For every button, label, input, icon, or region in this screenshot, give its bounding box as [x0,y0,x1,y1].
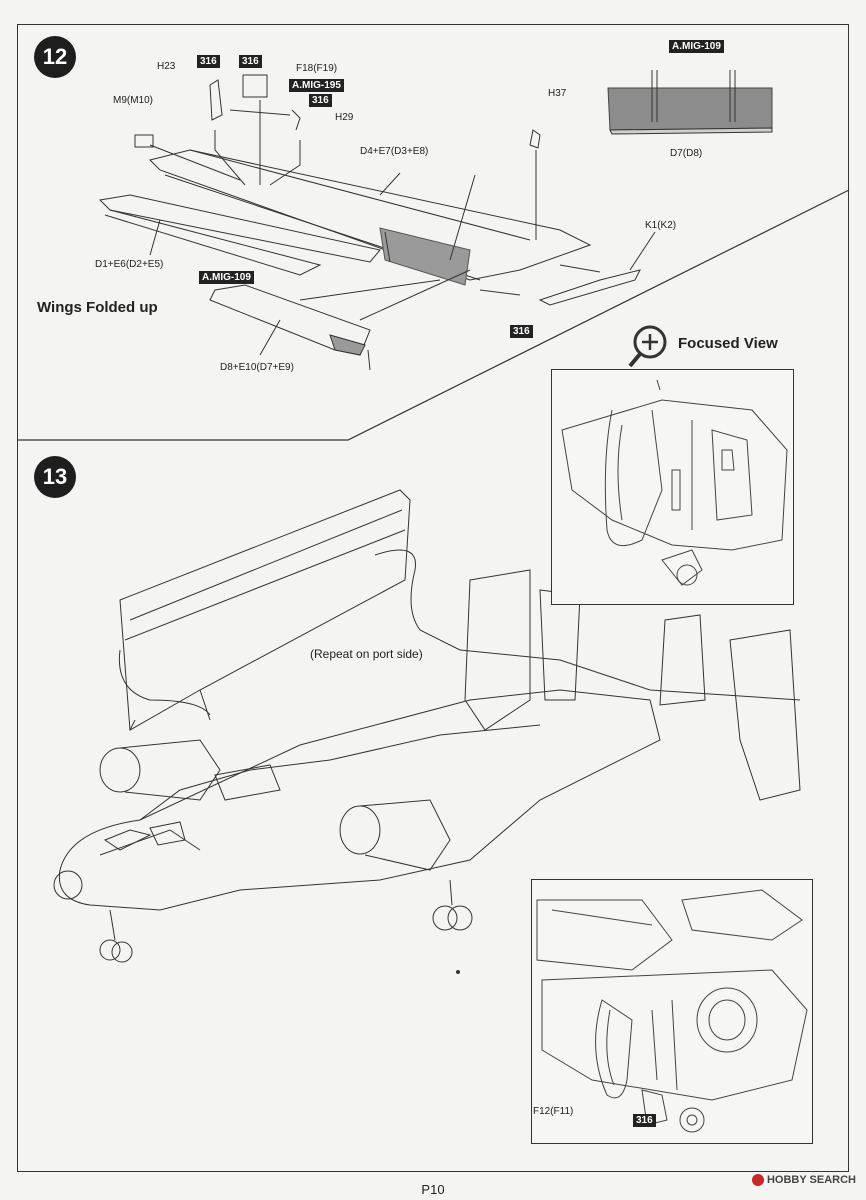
hobby-search-logo-icon [751,1174,764,1187]
focused-view-heading: Focused View [678,335,778,352]
paint-mig-195: A.MIG-195 [289,79,344,92]
watermark: HOBBY SEARCH [751,1174,856,1187]
paint-316-f18: 316 [239,55,262,68]
paint-mig-109-panel: A.MIG-109 [669,40,724,53]
paint-mig-109-flap: A.MIG-109 [199,271,254,284]
label-d4e7: D4+E7(D3+E8) [360,146,429,157]
label-h29: H29 [335,112,354,123]
watermark-text: HOBBY SEARCH [766,1174,856,1186]
label-f18: F18(F19) [296,63,338,74]
label-d7: D7(D8) [670,148,703,159]
step-13-badge: 13 [34,456,76,498]
label-h23: H23 [157,61,176,72]
label-d1e6: D1+E6(D2+E5) [95,259,164,270]
repeat-port-side-note: (Repeat on port side) [310,647,423,661]
page-frame [17,24,849,1172]
paint-316-h23: 316 [197,55,220,68]
paint-316-f12: 316 [633,1114,656,1127]
wings-folded-heading: Wings Folded up [37,299,158,316]
gear-detail-drawing [536,889,808,1133]
focused-view-inset [551,369,794,605]
paint-316-h29: 316 [309,94,332,107]
gear-detail-inset [531,879,813,1144]
page-number: P10 [421,1182,445,1197]
label-d8e10: D8+E10(D7+E9) [220,362,294,373]
step-12-badge: 12 [34,36,76,78]
label-h37: H37 [548,88,567,99]
label-k1: K1(K2) [645,220,677,231]
focused-view-drawing [561,379,788,586]
paint-316-k1: 316 [510,325,533,338]
label-f12: F12(F11) [533,1106,574,1117]
label-m9: M9(M10) [113,95,154,106]
